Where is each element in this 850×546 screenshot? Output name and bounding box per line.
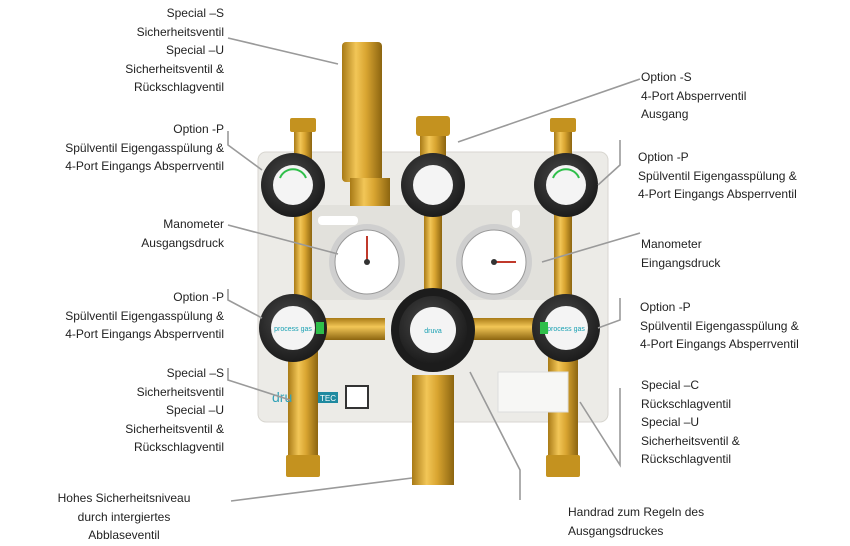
- purge-knob-top-left: [261, 153, 325, 217]
- pipe-right-mid: [554, 210, 572, 305]
- callout-special-c-right: Special –C Rückschlagventil Special –U S…: [641, 378, 740, 466]
- purge-knob-top-right: [534, 153, 598, 217]
- knob-label-br: process gas: [547, 326, 585, 333]
- pipe-center-mid: [424, 210, 442, 305]
- handwheel-brand: druva: [424, 328, 442, 335]
- callout-option-p-lower-right: Option -P Spülventil Eigengasspülung & 4…: [640, 300, 799, 351]
- purge-knob-bottom-right: process gas: [532, 294, 600, 362]
- fitting-left-top: [290, 118, 316, 132]
- pipe-center-bottom: [412, 375, 454, 485]
- panel-badge: TEC: [320, 394, 336, 403]
- callout-manometer-outlet: Manometer Ausgangsdruck: [141, 217, 224, 250]
- pressure-handwheel: druva: [391, 288, 475, 372]
- callout-option-p-upper-right: Option -P Spülventil Eigengasspülung & 4…: [638, 150, 797, 201]
- callout-handrad: Handrad zum Regeln des Ausgangsdruckes: [568, 505, 705, 538]
- fitting-right-bottom: [546, 455, 580, 477]
- safety-valve-top: [342, 42, 382, 182]
- pipe-horiz-right: [470, 318, 540, 340]
- callout-option-s-top: Option -S 4-Port Absperrventil Ausgang: [641, 70, 747, 121]
- panel-slot: [318, 216, 358, 225]
- qr-code: [345, 385, 369, 409]
- callout-special-s-top: Special –S Sicherheitsventil Special –U …: [125, 6, 224, 94]
- fitting-center-top: [416, 116, 450, 136]
- gauge-inlet: [456, 224, 532, 300]
- callout-manometer-inlet: Manometer Eingangsdruck: [641, 237, 721, 270]
- panel-slot-right: [512, 210, 520, 228]
- safety-valve-top-joint: [350, 178, 390, 206]
- label-plate: [497, 371, 569, 413]
- pipe-left-bottom: [288, 350, 318, 460]
- leader-lines: [227, 37, 641, 502]
- fitting-left-bottom: [286, 455, 320, 477]
- fitting-right-top: [550, 118, 576, 132]
- shutoff-knob-top-center: [401, 153, 465, 217]
- pipe-left-mid: [294, 210, 312, 305]
- knob-label-bl: process gas: [274, 326, 312, 333]
- callout-option-p-upper-left: Option -P Spülventil Eigengasspülung & 4…: [65, 122, 224, 173]
- callout-special-s-left: Special –S Sicherheitsventil Special –U …: [125, 366, 224, 454]
- pipe-horiz-left: [315, 318, 385, 340]
- callout-hohes-sicherheitsniveau: Hohes Sicherheitsniveau durch intergiert…: [57, 491, 191, 542]
- callout-option-p-lower-left: Option -P Spülventil Eigengasspülung & 4…: [65, 290, 224, 341]
- purge-knob-bottom-left: process gas: [259, 294, 327, 362]
- gauge-outlet: [329, 224, 405, 300]
